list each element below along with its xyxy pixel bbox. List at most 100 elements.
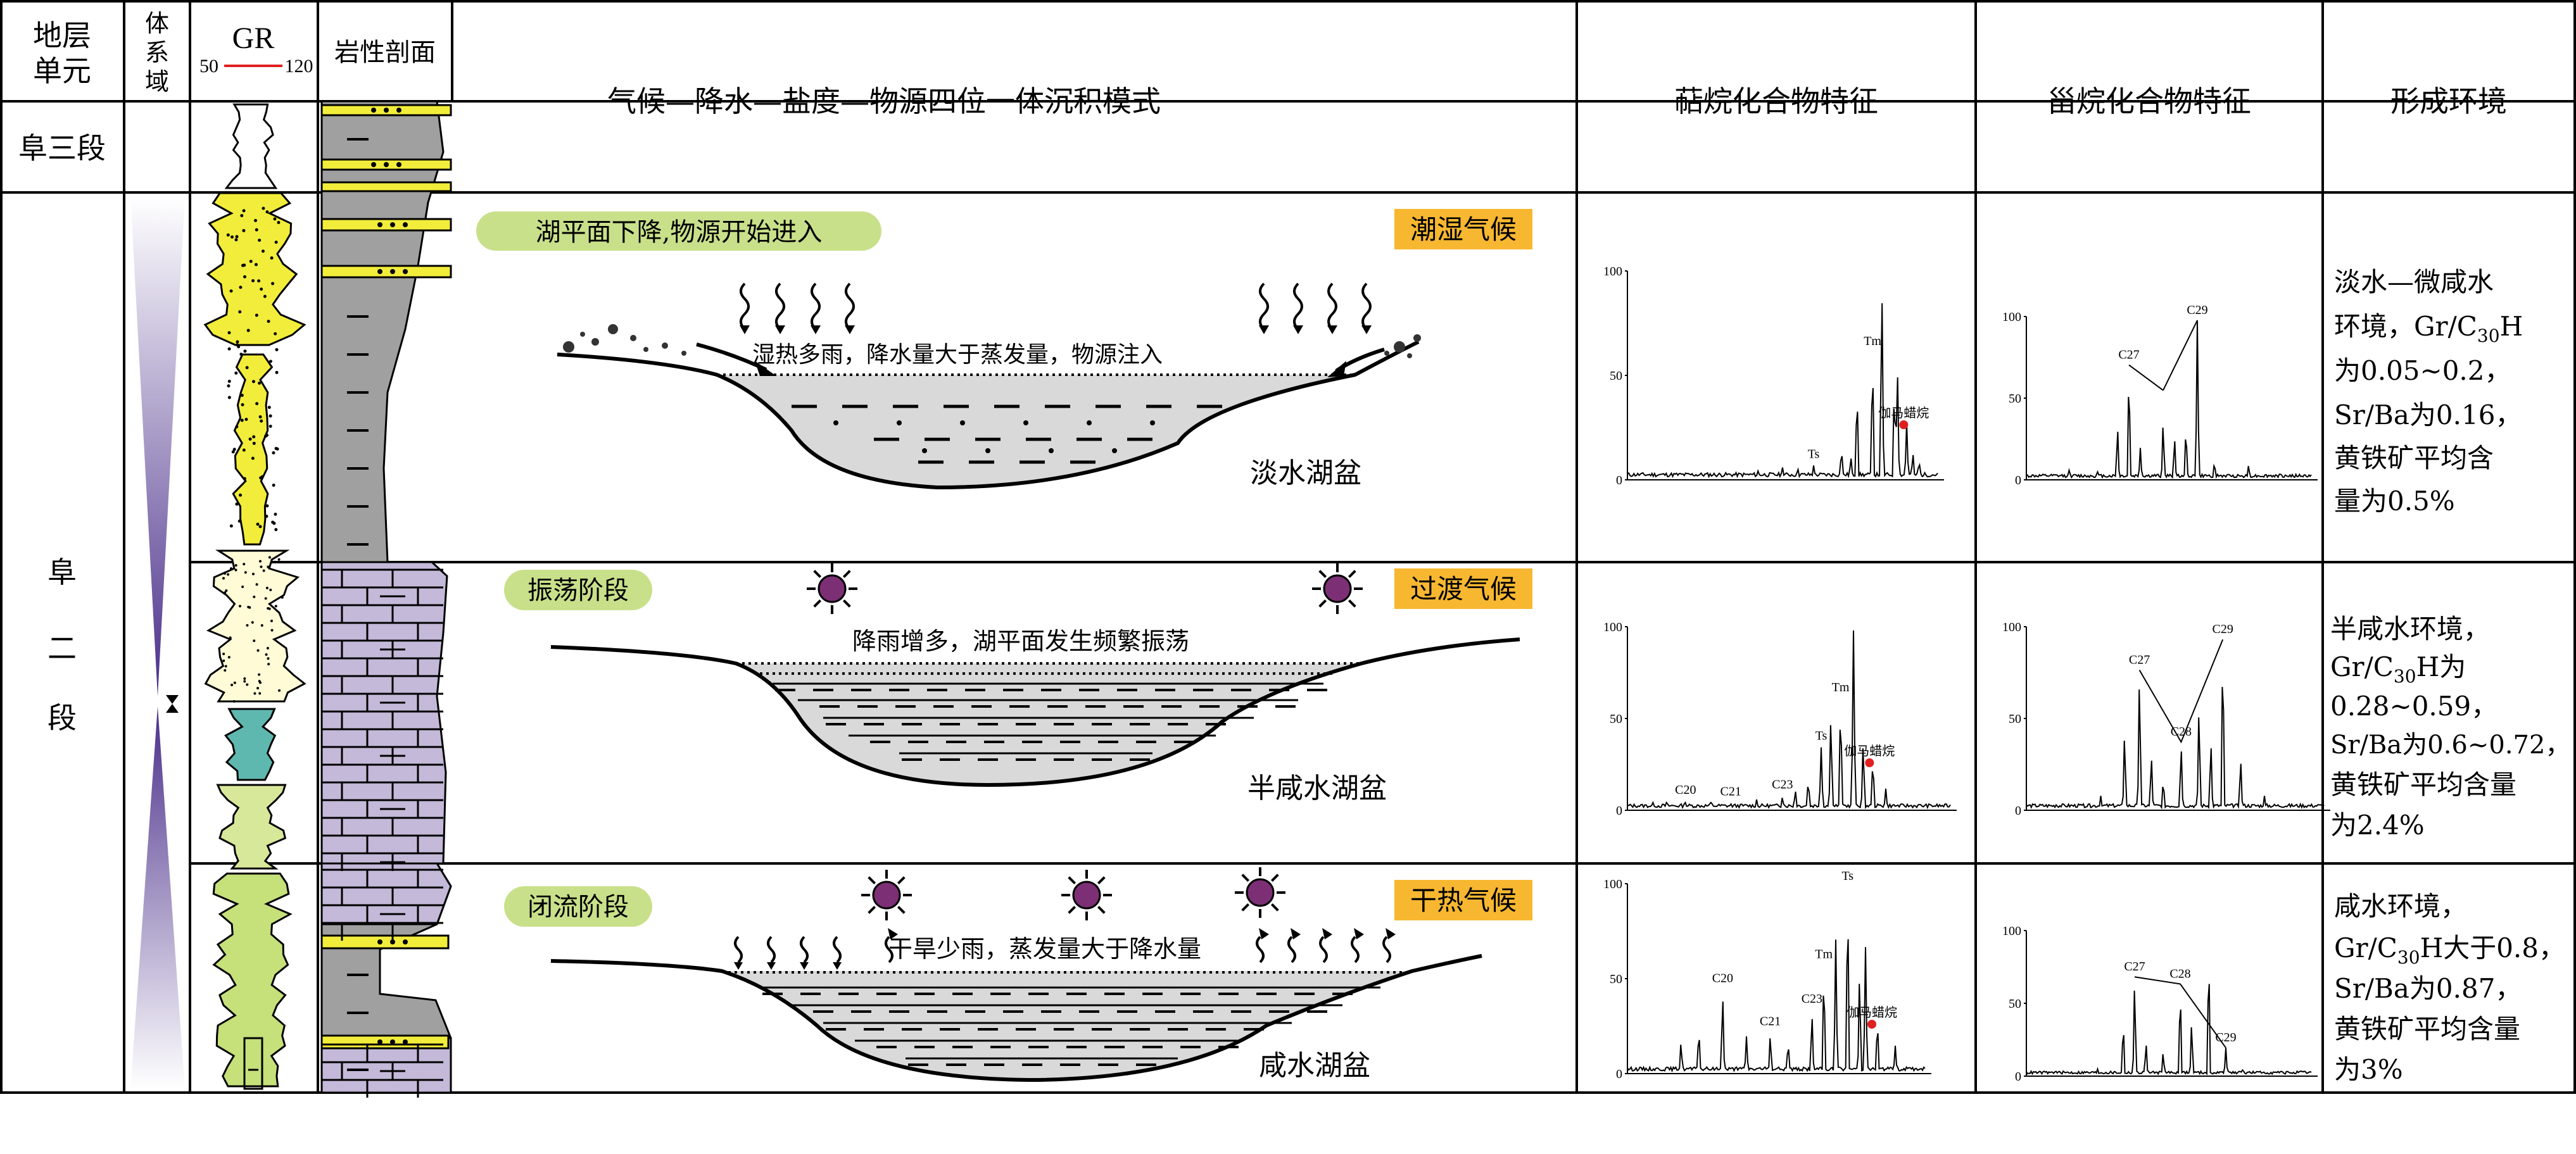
chart-tick-label: 50	[1610, 369, 1622, 383]
gr-silt-dot	[260, 624, 263, 627]
gr-sand-dot	[243, 477, 246, 480]
gr-sand-dot	[251, 456, 255, 460]
env-1-line-4: Sr/Ba为0.16，	[2334, 399, 2522, 430]
gr-silt-dot	[266, 646, 269, 649]
gr-silt-dot	[253, 692, 256, 695]
sun-ray	[1241, 903, 1250, 912]
stage-label-3: 闭流阶段	[527, 893, 629, 922]
evaporation-flag	[1259, 928, 1269, 939]
chart-tick-label: 100	[2002, 924, 2021, 938]
gr-silt-dot	[247, 605, 250, 608]
gr-silt-dot	[234, 568, 237, 572]
env-2-line-4: Sr/Ba为0.6~0.72，	[2330, 731, 2570, 760]
gr-sand-dot	[227, 396, 231, 399]
sun-disc	[1246, 878, 1275, 907]
rain-icon	[740, 282, 750, 330]
chart-tick-label: 0	[1616, 804, 1622, 818]
gr-sand-dot	[270, 256, 274, 260]
climate-badge-1	[1394, 209, 1532, 249]
sun-ray	[1318, 570, 1327, 579]
env-3-line-5: 为3%	[2334, 1054, 2403, 1085]
model-panel-transition: 振荡阶段 过渡气候 降雨增多，湖平面发生频繁振荡 半咸水湖盆	[504, 563, 1532, 805]
peak-label: C21	[1720, 785, 1741, 799]
basin-texture-1	[792, 405, 1222, 464]
peak-label: C23	[1802, 992, 1822, 1006]
evaporation-icon	[1351, 936, 1360, 963]
sun-icons-3	[861, 867, 1285, 920]
gr-sand-dot	[229, 289, 233, 293]
gr-log	[203, 103, 306, 1090]
peak-label: C29	[2187, 303, 2207, 317]
env-2-line-3: 0.28~0.59，	[2330, 691, 2497, 722]
gr-silt-dot	[269, 588, 272, 591]
peak-label: Ts	[1815, 729, 1828, 743]
gr-sand-dot	[262, 206, 265, 210]
rain-tip	[800, 962, 809, 970]
chart-tick-label: 0	[2015, 474, 2021, 487]
environment-column: 淡水—微咸水 环境，Gr/C30H 为0.05~0.2， Sr/Ba为0.16，…	[2330, 267, 2570, 1085]
gr-sand-dot	[252, 435, 256, 439]
basin-dots-1	[833, 420, 1155, 453]
rain-icon-tip	[775, 325, 785, 334]
gr-sand-dot	[274, 332, 277, 336]
basin-texture-2	[773, 682, 1327, 761]
inflow-arrowhead-right-1	[1327, 361, 1346, 377]
gr-sand-dot	[231, 450, 235, 454]
unit-fu2-1: 阜	[47, 555, 77, 589]
gr-silt-dot	[243, 677, 246, 680]
gr-sand-dot	[271, 282, 275, 285]
gr-silt-dot	[230, 567, 233, 570]
sun-ray	[813, 599, 822, 608]
gr-sand-dot	[265, 504, 269, 508]
stage-pill-2	[504, 570, 652, 610]
gr-segment-4	[224, 708, 277, 781]
gr-sand-dot	[239, 353, 243, 356]
peak-label: C20	[1675, 783, 1696, 797]
gr-sand-dot	[246, 329, 250, 332]
chromatogram-trace	[1627, 939, 1926, 1074]
gr-sand-dot	[226, 233, 230, 237]
chart-tick-label: 50	[1610, 712, 1622, 726]
gr-sand-dot	[255, 402, 259, 406]
sun-icon	[1235, 867, 1285, 918]
gr-sand-dot	[249, 260, 253, 263]
evaporation-icon	[1382, 936, 1391, 963]
inflow-arrowhead-left-1	[755, 361, 776, 376]
evaporation-icon	[1256, 936, 1265, 963]
gr-sand-dot	[227, 347, 231, 351]
header-gr-min: 50	[199, 56, 218, 77]
gr-silt-dot	[246, 683, 249, 686]
rain-icon-tip	[1327, 325, 1337, 334]
gr-silt-dot	[267, 565, 270, 568]
sandstone-bands	[320, 104, 452, 1050]
climate-badge-3	[1394, 880, 1532, 920]
env-3-line-4: 黄铁矿平均含量	[2334, 1013, 2520, 1044]
rain-icons-1	[740, 282, 1372, 334]
evaporation-flag	[1291, 928, 1301, 939]
rain-icon	[845, 282, 855, 330]
env-3-line-3: Sr/Ba为0.87，	[2334, 973, 2522, 1004]
gr-sand-dot	[251, 279, 255, 283]
header-sterane: 甾烷化合物特征	[2047, 84, 2251, 118]
gr-silt-dot	[258, 692, 262, 695]
env-1-line-3: 为0.05~0.2，	[2334, 355, 2511, 386]
gr-sand-dot	[263, 294, 267, 298]
gr-sand-dot	[268, 424, 272, 428]
sun-ray	[897, 905, 906, 914]
lithology-column	[320, 100, 452, 1098]
rain-icon	[1293, 282, 1303, 330]
gr-silt-dot	[256, 687, 260, 690]
limestone-bricks	[322, 568, 443, 1098]
gr-silt-dot	[225, 589, 228, 592]
gr-silt-dot	[243, 563, 246, 566]
header-environment: 形成环境	[2390, 84, 2507, 118]
peak-label: C29	[2213, 622, 2233, 636]
header-row: 地层 单元 体 系 域 GR 50 120 岩性剖面 气候—降水—盐度—物源四位…	[33, 9, 2507, 118]
gr-sand-dot	[245, 366, 249, 370]
evaporation-flag	[1386, 928, 1396, 939]
gr-sand-dot	[268, 414, 272, 418]
gr-silt-dot	[222, 659, 225, 662]
evaporation-icon	[885, 936, 893, 963]
